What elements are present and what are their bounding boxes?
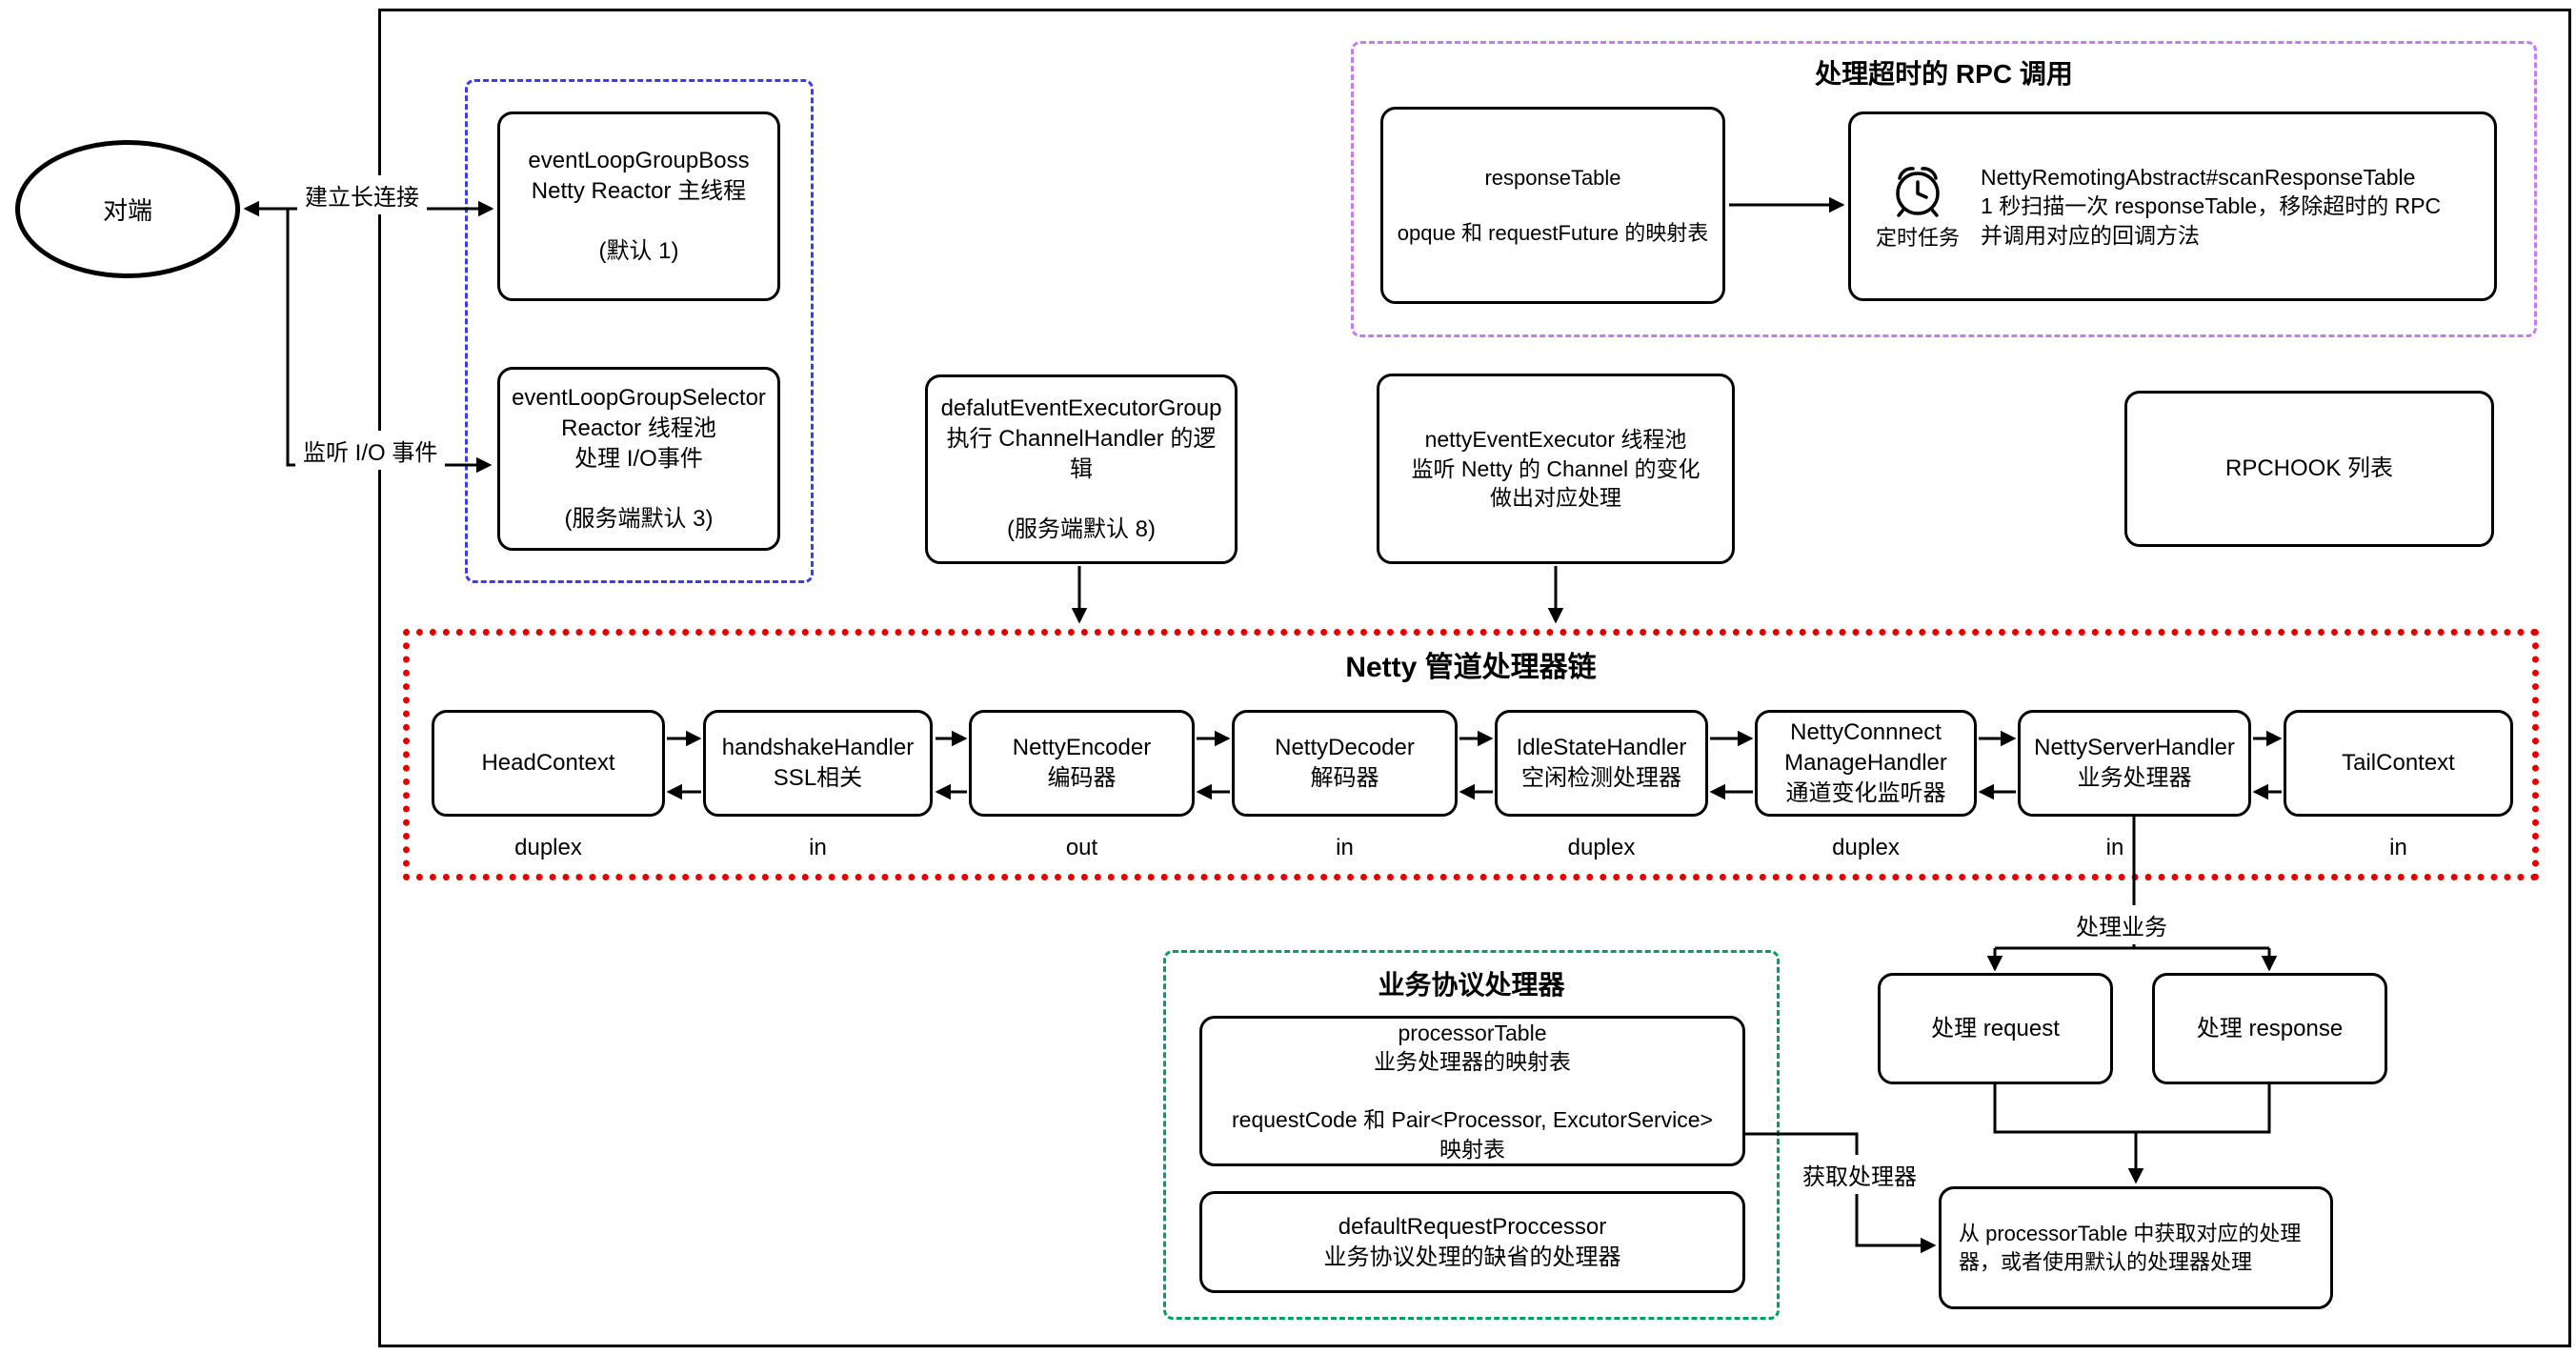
pipeline-node-idle-state-handler: IdleStateHandler 空闲检测处理器 xyxy=(1495,710,1708,817)
handle-request-node: 处理 request xyxy=(1878,973,2113,1084)
edge-label-get-processor: 获取处理器 xyxy=(1795,1155,1924,1194)
default-request-processor-node: defaultRequestProccessor 业务协议处理的缺省的处理器 xyxy=(1199,1191,1745,1293)
pipeline-direction-2: out xyxy=(1065,835,1098,860)
business-group-title: 业务协议处理器 xyxy=(1378,970,1565,1000)
pipeline-direction-4: duplex xyxy=(1567,835,1636,860)
pipeline-node-head-context: HeadContext xyxy=(432,710,665,817)
edge-label-handle-business: 处理业务 xyxy=(2068,905,2175,944)
diagram-outer-border xyxy=(378,9,2571,1347)
pipeline-node-handshake-handler: handshakeHandler SSL相关 xyxy=(703,710,933,817)
peer-label: 对端 xyxy=(102,196,152,225)
pipeline-direction-1: in xyxy=(809,835,827,860)
response-table-node: responseTable opque 和 requestFuture 的映射表 xyxy=(1380,107,1725,304)
pipeline-direction-5: duplex xyxy=(1832,835,1900,860)
event-loop-group-selector-node: eventLoopGroupSelector Reactor 线程池 处理 I/… xyxy=(497,367,780,551)
pipeline-direction-3: in xyxy=(1336,835,1354,860)
pipeline-direction-0: duplex xyxy=(514,835,582,860)
netty-pipeline-group: Netty 管道处理器链 xyxy=(403,629,2539,880)
event-loop-group-boss-node: eventLoopGroupBoss Netty Reactor 主线程 (默认… xyxy=(497,111,780,301)
timer-icon-label: 定时任务 xyxy=(1876,225,1961,250)
pipeline-node-netty-server-handler: NettyServerHandler 业务处理器 xyxy=(2018,710,2251,817)
timer-icon-column: 定时任务 xyxy=(1876,161,1960,252)
edge-label-connect: 建立长连接 xyxy=(297,175,427,214)
default-event-executor-group-node: defalutEventExecutorGroup 执行 ChannelHand… xyxy=(925,374,1238,564)
processor-table-node: processorTable 业务处理器的映射表 requestCode 和 P… xyxy=(1199,1016,1745,1166)
pipeline-title: Netty 管道处理器链 xyxy=(1345,652,1597,683)
pipeline-direction-7: in xyxy=(2389,835,2407,860)
rpc-timeout-group-title: 处理超时的 RPC 调用 xyxy=(1815,59,2073,89)
scan-response-table-node: 定时任务 NettyRemotingAbstract#scanResponseT… xyxy=(1848,111,2497,301)
scan-description: NettyRemotingAbstract#scanResponseTable … xyxy=(1981,164,2442,248)
pipeline-node-tail-context: TailContext xyxy=(2284,710,2513,817)
edge-label-listen: 监听 I/O 事件 xyxy=(295,431,446,470)
handle-response-node: 处理 response xyxy=(2152,973,2387,1084)
peer-node: 对端 xyxy=(15,140,240,278)
pipeline-direction-6: in xyxy=(2105,835,2124,860)
netty-event-executor-node: nettyEventExecutor 线程池 监听 Netty 的 Channe… xyxy=(1377,374,1735,564)
pipeline-node-netty-encoder: NettyEncoder 编码器 xyxy=(969,710,1195,817)
dispatch-node: 从 processorTable 中获取对应的处理 器，或者使用默认的处理器处理 xyxy=(1939,1186,2333,1309)
rpchook-list-node: RPCHOOK 列表 xyxy=(2124,391,2494,547)
rpc-timeout-group: 处理超时的 RPC 调用 xyxy=(1351,41,2537,337)
alarm-clock-icon xyxy=(1896,167,1940,217)
pipeline-node-netty-decoder: NettyDecoder 解码器 xyxy=(1232,710,1458,817)
pipeline-node-connect-manage-handler: NettyConnnect ManageHandler 通道变化监听器 xyxy=(1755,710,1977,817)
